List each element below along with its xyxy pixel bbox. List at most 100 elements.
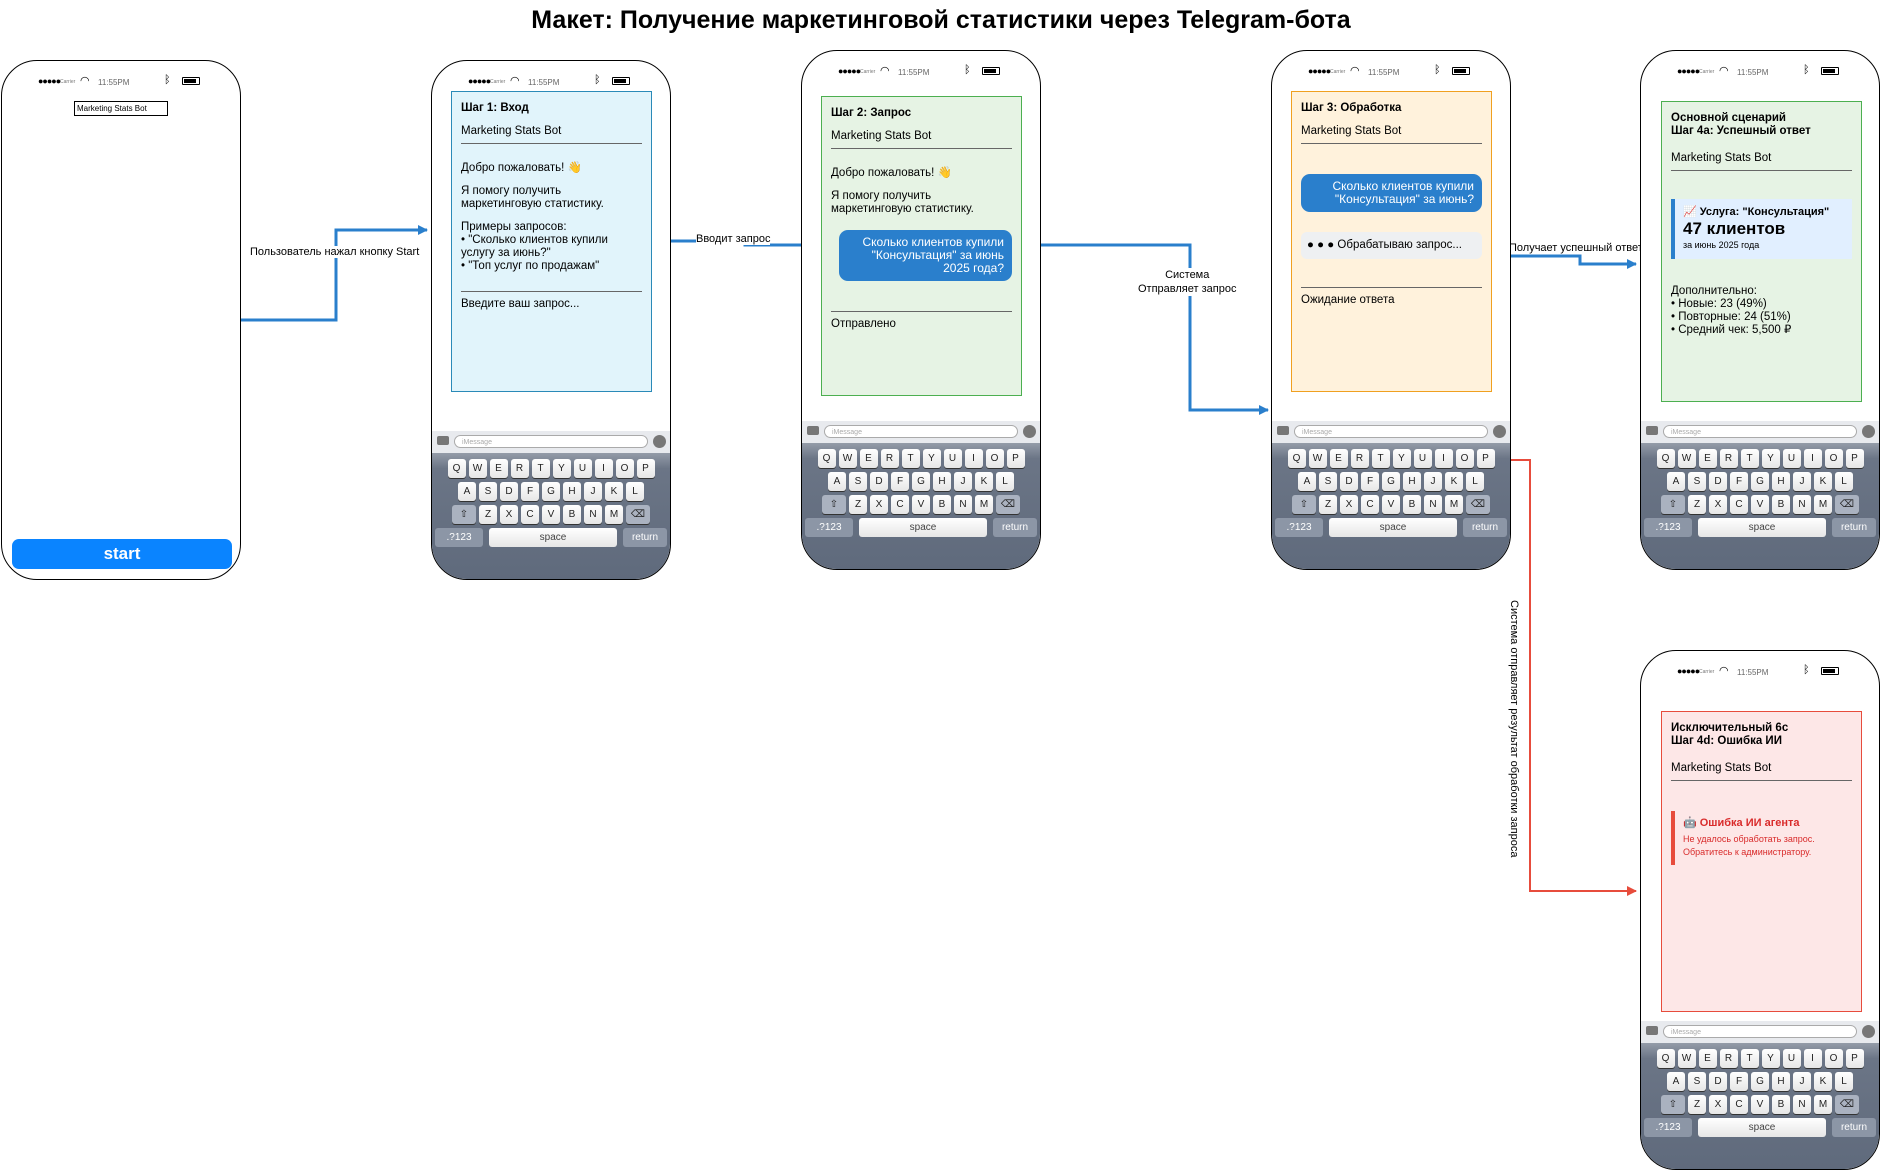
message-input[interactable]: iMessage bbox=[824, 425, 1018, 438]
key[interactable]: I bbox=[1803, 1049, 1822, 1068]
key[interactable]: T bbox=[901, 449, 920, 468]
key[interactable]: O bbox=[615, 459, 634, 478]
microphone-icon[interactable] bbox=[1862, 1025, 1875, 1038]
key[interactable]: A bbox=[458, 482, 476, 501]
key[interactable]: Z bbox=[479, 505, 497, 524]
key[interactable]: K bbox=[975, 472, 993, 491]
key[interactable]: K bbox=[1445, 472, 1463, 491]
microphone-icon[interactable] bbox=[653, 435, 666, 448]
key[interactable]: B bbox=[1772, 495, 1790, 514]
key[interactable]: B bbox=[1772, 1095, 1790, 1114]
key[interactable]: C bbox=[891, 495, 909, 514]
key[interactable]: L bbox=[1835, 472, 1853, 491]
key[interactable]: B bbox=[1403, 495, 1421, 514]
space-key[interactable]: space bbox=[1698, 1118, 1826, 1137]
key[interactable]: N bbox=[1793, 495, 1811, 514]
key[interactable]: N bbox=[584, 505, 602, 524]
key[interactable]: G bbox=[1751, 1072, 1769, 1091]
key[interactable]: H bbox=[563, 482, 581, 501]
key[interactable]: L bbox=[1835, 1072, 1853, 1091]
key[interactable]: F bbox=[891, 472, 909, 491]
key[interactable]: A bbox=[1667, 1072, 1685, 1091]
key[interactable]: K bbox=[1814, 472, 1832, 491]
key[interactable]: E bbox=[1698, 449, 1717, 468]
start-button[interactable]: start bbox=[12, 539, 232, 569]
space-key[interactable]: space bbox=[489, 528, 617, 547]
key[interactable]: Q bbox=[1656, 1049, 1675, 1068]
key[interactable]: T bbox=[1371, 449, 1390, 468]
key[interactable]: L bbox=[1466, 472, 1484, 491]
backspace-key-icon[interactable]: ⌫ bbox=[1466, 495, 1490, 514]
key[interactable]: T bbox=[1740, 449, 1759, 468]
backspace-key-icon[interactable]: ⌫ bbox=[626, 505, 650, 524]
key[interactable]: B bbox=[933, 495, 951, 514]
key[interactable]: T bbox=[1740, 1049, 1759, 1068]
microphone-icon[interactable] bbox=[1493, 425, 1506, 438]
key[interactable]: I bbox=[1803, 449, 1822, 468]
key[interactable]: F bbox=[1730, 472, 1748, 491]
key[interactable]: O bbox=[1824, 449, 1843, 468]
key[interactable]: K bbox=[1814, 1072, 1832, 1091]
key[interactable]: J bbox=[1793, 1072, 1811, 1091]
backspace-key-icon[interactable]: ⌫ bbox=[996, 495, 1020, 514]
key[interactable]: H bbox=[1772, 1072, 1790, 1091]
key[interactable]: A bbox=[1667, 472, 1685, 491]
key[interactable]: S bbox=[1688, 1072, 1706, 1091]
key[interactable]: S bbox=[1319, 472, 1337, 491]
key[interactable]: F bbox=[1361, 472, 1379, 491]
key[interactable]: L bbox=[996, 472, 1014, 491]
key[interactable]: G bbox=[542, 482, 560, 501]
camera-icon[interactable] bbox=[1646, 1026, 1658, 1035]
key[interactable]: I bbox=[1434, 449, 1453, 468]
return-key[interactable]: return bbox=[1832, 1118, 1876, 1137]
shift-key-icon[interactable]: ⇧ bbox=[1292, 495, 1316, 514]
key[interactable]: U bbox=[573, 459, 592, 478]
key[interactable]: Y bbox=[1761, 449, 1780, 468]
key[interactable]: G bbox=[1751, 472, 1769, 491]
camera-icon[interactable] bbox=[437, 436, 449, 445]
shift-key-icon[interactable]: ⇧ bbox=[1661, 1095, 1685, 1114]
key[interactable]: U bbox=[1782, 449, 1801, 468]
backspace-key-icon[interactable]: ⌫ bbox=[1835, 495, 1859, 514]
shift-key-icon[interactable]: ⇧ bbox=[1661, 495, 1685, 514]
numbers-key[interactable]: .?123 bbox=[1644, 518, 1692, 537]
key[interactable]: C bbox=[521, 505, 539, 524]
key[interactable]: P bbox=[1476, 449, 1495, 468]
key[interactable]: J bbox=[584, 482, 602, 501]
key[interactable]: Z bbox=[1319, 495, 1337, 514]
key[interactable]: A bbox=[1298, 472, 1316, 491]
shift-key-icon[interactable]: ⇧ bbox=[822, 495, 846, 514]
key[interactable]: M bbox=[975, 495, 993, 514]
key[interactable]: P bbox=[1845, 1049, 1864, 1068]
space-key[interactable]: space bbox=[1698, 518, 1826, 537]
key[interactable]: V bbox=[1382, 495, 1400, 514]
key[interactable]: H bbox=[1772, 472, 1790, 491]
key[interactable]: D bbox=[500, 482, 518, 501]
key[interactable]: I bbox=[964, 449, 983, 468]
key[interactable]: V bbox=[912, 495, 930, 514]
microphone-icon[interactable] bbox=[1023, 425, 1036, 438]
key[interactable]: S bbox=[849, 472, 867, 491]
message-input[interactable]: iMessage bbox=[1294, 425, 1488, 438]
key[interactable]: G bbox=[912, 472, 930, 491]
camera-icon[interactable] bbox=[807, 426, 819, 435]
key[interactable]: Q bbox=[817, 449, 836, 468]
key[interactable]: P bbox=[1845, 449, 1864, 468]
shift-key-icon[interactable]: ⇧ bbox=[452, 505, 476, 524]
key[interactable]: W bbox=[1308, 449, 1327, 468]
key[interactable]: W bbox=[1677, 1049, 1696, 1068]
key[interactable]: H bbox=[1403, 472, 1421, 491]
key[interactable]: I bbox=[594, 459, 613, 478]
key[interactable]: Q bbox=[1287, 449, 1306, 468]
return-key[interactable]: return bbox=[1832, 518, 1876, 537]
key[interactable]: E bbox=[1329, 449, 1348, 468]
key[interactable]: U bbox=[1782, 1049, 1801, 1068]
key[interactable]: Q bbox=[447, 459, 466, 478]
key[interactable]: X bbox=[1340, 495, 1358, 514]
key[interactable]: B bbox=[563, 505, 581, 524]
message-input[interactable]: iMessage bbox=[1663, 1025, 1857, 1038]
key[interactable]: R bbox=[1719, 449, 1738, 468]
key[interactable]: T bbox=[531, 459, 550, 478]
key[interactable]: Y bbox=[552, 459, 571, 478]
key[interactable]: O bbox=[985, 449, 1004, 468]
